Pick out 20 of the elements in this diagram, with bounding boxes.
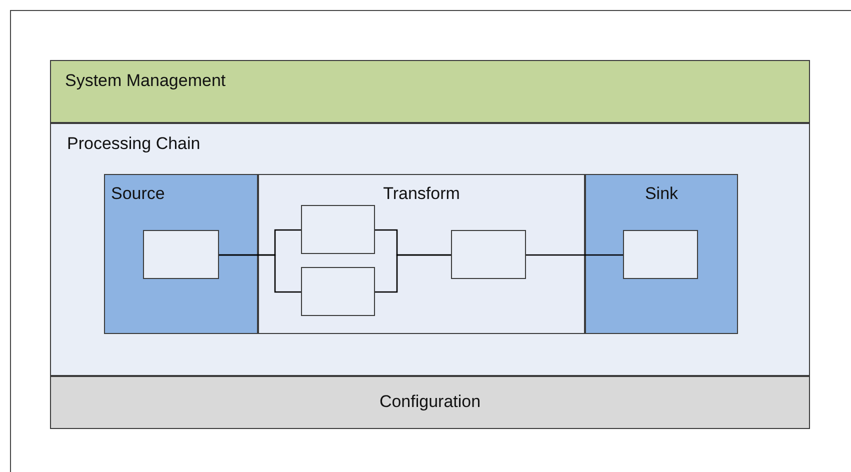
connector-line: [219, 254, 301, 293]
component-box: [143, 230, 219, 279]
component-box: [301, 267, 375, 316]
stage-panel: [258, 174, 585, 334]
stage-panel: [104, 174, 258, 334]
connector-line: [526, 254, 623, 256]
section-title: Processing Chain: [67, 134, 200, 154]
connector-line: [375, 254, 451, 293]
section-title: System Management: [65, 71, 226, 91]
section-title: Transform: [383, 184, 460, 204]
section-title: Configuration: [379, 392, 481, 412]
component-box: [301, 205, 375, 254]
component-box: [623, 230, 698, 279]
stage-panel: [585, 174, 738, 334]
section-title: Sink: [644, 184, 678, 204]
component-box: [451, 230, 526, 279]
section-title: Source: [111, 184, 165, 204]
layer-band: [50, 376, 810, 429]
layer-band: [50, 60, 810, 123]
layer-band: [50, 123, 810, 376]
